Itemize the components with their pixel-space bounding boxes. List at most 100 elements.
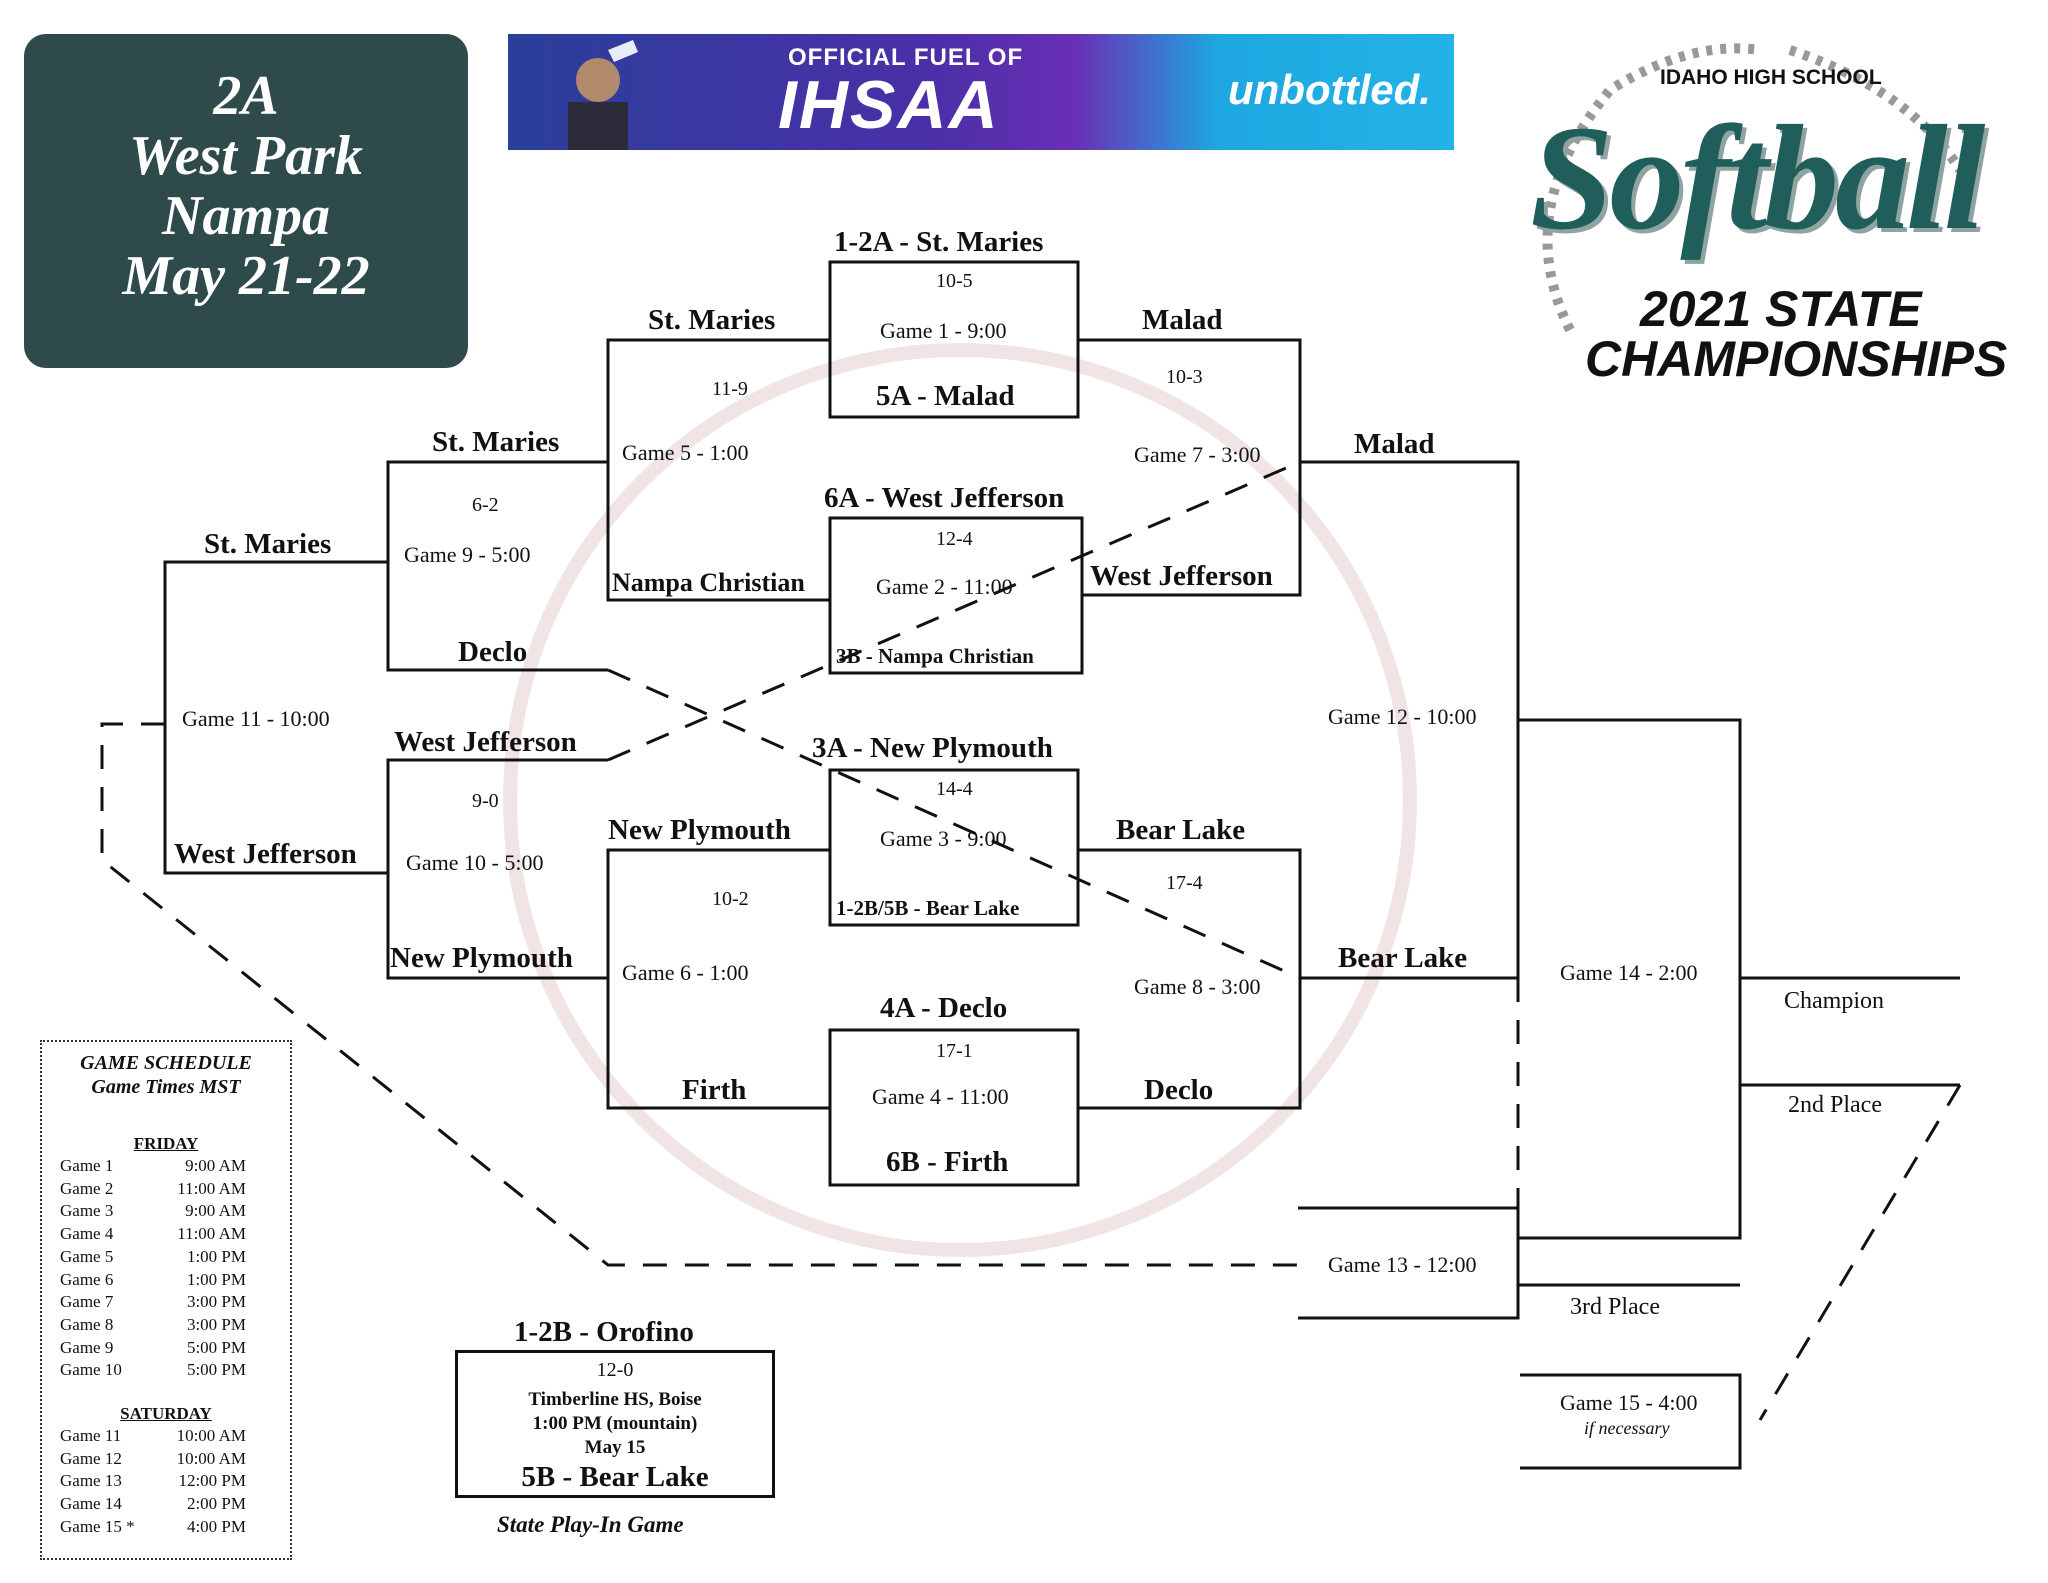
game4-label: Game 4 - 11:00 [872,1084,1009,1109]
game8-bottom-team: Declo [1144,1074,1214,1106]
event-info-box: 2A West Park Nampa May 21-22 [24,34,468,368]
sponsor-banner: OFFICIAL FUEL OF IHSAA unbottled. [508,34,1454,150]
game5-label: Game 5 - 1:00 [622,440,749,465]
game1-label: Game 1 - 9:00 [880,318,1007,343]
schedule-friday-label: FRIDAY [133,1134,199,1153]
game8-score: 17-4 [1166,872,1203,894]
game15-label: Game 15 - 4:00 [1560,1390,1698,1415]
schedule-game: Game 6 [60,1269,114,1289]
schedule-subtitle: Game Times MST [91,1076,241,1098]
game3-bottom-seed: 1-2B/5B - Bear Lake [836,896,1020,920]
game5-bottom-team: Nampa Christian [612,568,805,597]
schedule-time: 1:00 PM [186,1246,246,1266]
playin-top-seed: 1-2B - Orofino [514,1316,694,1348]
playin-date: May 15 [584,1437,646,1458]
schedule-title: GAME SCHEDULE [80,1052,252,1074]
game1-bottom-seed: 5A - Malad [876,380,1015,412]
game12-bottom-team: Bear Lake [1338,942,1468,974]
playin-score: 12-0 [596,1359,634,1381]
playin-caption: State Play-In Game [497,1512,684,1537]
game9-top-team: St. Maries [432,426,560,458]
game4-score: 17-1 [936,1040,973,1062]
schedule-game: Game 4 [60,1224,114,1244]
game2-label: Game 2 - 11:00 [876,574,1013,599]
game1-score: 10-5 [936,270,973,292]
schedule-game: Game 5 [60,1246,114,1266]
game8-label: Game 8 - 3:00 [1134,974,1261,999]
game10-bottom-team: New Plymouth [390,942,573,974]
champion-label: Champion [1784,988,1884,1014]
schedule-time: 9:00 AM [185,1201,246,1221]
schedule-time: 11:00 AM [177,1224,246,1244]
game4-bottom-seed: 6B - Firth [886,1146,1009,1178]
event-dates: May 21-22 [122,245,370,307]
game15-note: if necessary [1584,1418,1670,1438]
schedule-game: Game 8 [60,1314,114,1334]
schedule-time: 3:00 PM [186,1314,246,1334]
game3-label: Game 3 - 9:00 [880,826,1007,851]
schedule-saturday-label: SATURDAY [120,1404,212,1423]
watermark-seal-icon [503,343,1417,1257]
classification: 2A [213,65,279,127]
schedule-time: 5:00 PM [186,1360,246,1380]
schedule-game: Game 2 [60,1178,114,1198]
schedule-time: 11:00 AM [177,1178,246,1198]
venue-line-1: West Park [129,125,363,187]
game2-bottom-seed: 3B - Nampa Christian [836,644,1034,668]
playin-bottom-seed: 5B - Bear Lake [521,1461,709,1493]
schedule-time: 10:00 AM [176,1448,246,1468]
game5-score: 11-9 [712,378,748,400]
game7-label: Game 7 - 3:00 [1134,442,1261,467]
game10-top-team: West Jefferson [394,726,577,758]
schedule-game: Game 11 [60,1426,122,1445]
sponsor-line-1: OFFICIAL FUEL OF [788,44,1024,71]
game2-score: 12-4 [936,528,973,550]
schedule-game: Game 1 [60,1156,114,1175]
playin-site: Timberline HS, Boise [528,1389,702,1410]
game10-label: Game 10 - 5:00 [406,850,544,875]
game-schedule: GAME SCHEDULE Game Times MST FRIDAY Game… [40,1040,292,1560]
game12-top-team: Malad [1354,428,1435,460]
game11-top-team: St. Maries [204,528,332,560]
game1-top-seed: 1-2A - St. Maries [834,226,1044,258]
game2-top-seed: 6A - West Jefferson [824,482,1065,514]
schedule-game: Game 13 [60,1471,122,1491]
schedule-time: 10:00 AM [176,1426,246,1445]
schedule-game: Game 14 [60,1494,122,1514]
game6-top-team: New Plymouth [608,814,791,846]
game9-bottom-team: Declo [458,636,528,668]
drinking-man-icon [568,40,638,150]
schedule-game: Game 3 [60,1201,114,1221]
game5-top-team: St. Maries [648,304,776,336]
game8-top-team: Bear Lake [1116,814,1246,846]
game7-top-team: Malad [1142,304,1223,336]
logo-word: Softball [1530,95,1985,261]
schedule-game: Game 9 [60,1337,114,1357]
third-place-label: 3rd Place [1570,1294,1660,1320]
schedule-game: Game 12 [60,1448,122,1468]
game11-label: Game 11 - 10:00 [182,706,330,731]
venue-line-2: Nampa [162,185,330,247]
schedule-time: 3:00 PM [186,1292,246,1312]
schedule-game: Game 15 * [60,1516,135,1536]
game14-label: Game 14 - 2:00 [1560,960,1698,985]
schedule-time: 9:00 AM [185,1156,246,1175]
game9-score: 6-2 [472,494,499,516]
schedule-game: Game 7 [60,1292,114,1312]
game6-bottom-team: Firth [682,1074,747,1106]
game6-score: 10-2 [712,888,749,910]
schedule-time: 5:00 PM [186,1337,246,1357]
playin-time: 1:00 PM (mountain) [532,1413,698,1434]
sponsor-line-2: IHSAA [778,67,1000,143]
logo-year: 2021 STATE [1640,281,1922,337]
game13-label: Game 13 - 12:00 [1328,1252,1477,1277]
game10-score: 9-0 [472,790,499,812]
game9-label: Game 9 - 5:00 [404,542,531,567]
game7-score: 10-3 [1166,366,1203,388]
schedule-time: 12:00 PM [178,1471,246,1491]
logo-championships: CHAMPIONSHIPS [1585,331,2008,387]
schedule-game: Game 10 [60,1360,122,1380]
schedule-time: 1:00 PM [186,1269,246,1289]
